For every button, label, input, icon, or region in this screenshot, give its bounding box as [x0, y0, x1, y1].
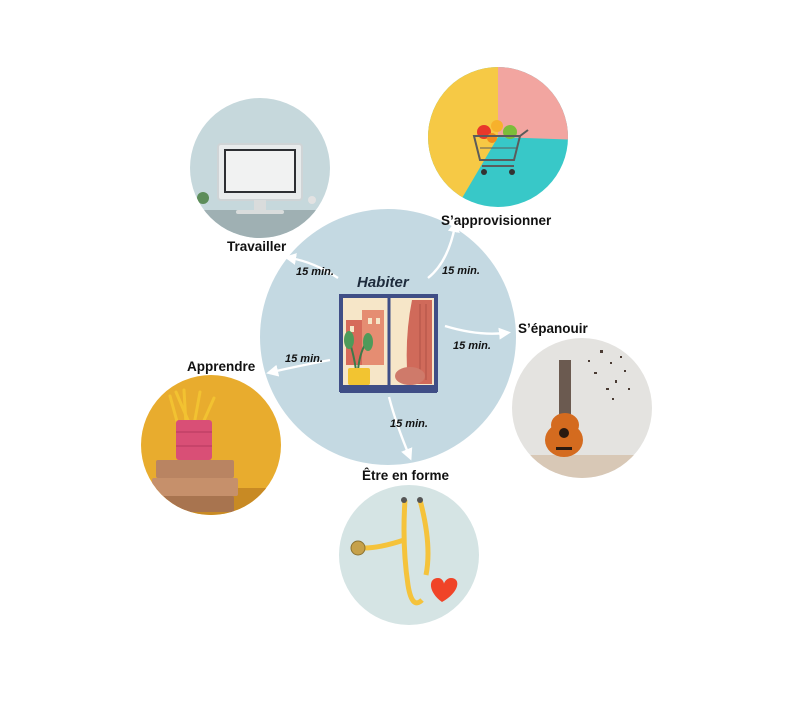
arrow-apprendre [266, 358, 331, 377]
apprendre-photo [141, 375, 281, 515]
pencil-cup-icon [168, 388, 216, 460]
center-title: Habiter [357, 274, 409, 291]
duration-apprendre: 15 min. [285, 353, 323, 365]
book [152, 478, 238, 496]
approvisionner-photo [428, 67, 568, 207]
book [156, 460, 234, 478]
heart-icon [430, 578, 458, 602]
computer-icon [217, 143, 303, 214]
forme-photo [339, 485, 479, 625]
arrow-travailler [284, 253, 339, 279]
duration-approvisionner: 15 min. [442, 265, 480, 277]
arrow-approvisionner [427, 220, 460, 279]
arrow-forme [387, 396, 413, 461]
label-epanouir: S’épanouir [518, 321, 588, 336]
arrows [266, 220, 511, 461]
duration-epanouir: 15 min. [453, 340, 491, 352]
window-icon [339, 294, 438, 393]
duration-travailler: 15 min. [296, 266, 334, 278]
book [158, 496, 234, 512]
label-approvisionner: S’approvisionner [441, 213, 552, 228]
stethoscope-icon [350, 497, 431, 606]
travailler-photo [190, 98, 330, 238]
epanouir-photo [512, 338, 652, 478]
duration-forme: 15 min. [390, 418, 428, 430]
guitar-icon [545, 360, 583, 457]
label-travailler: Travailler [227, 239, 287, 254]
shopping-cart-icon [472, 120, 529, 175]
arrow-epanouir [444, 324, 511, 340]
label-apprendre: Apprendre [187, 359, 256, 374]
label-forme: Être en forme [362, 468, 450, 483]
